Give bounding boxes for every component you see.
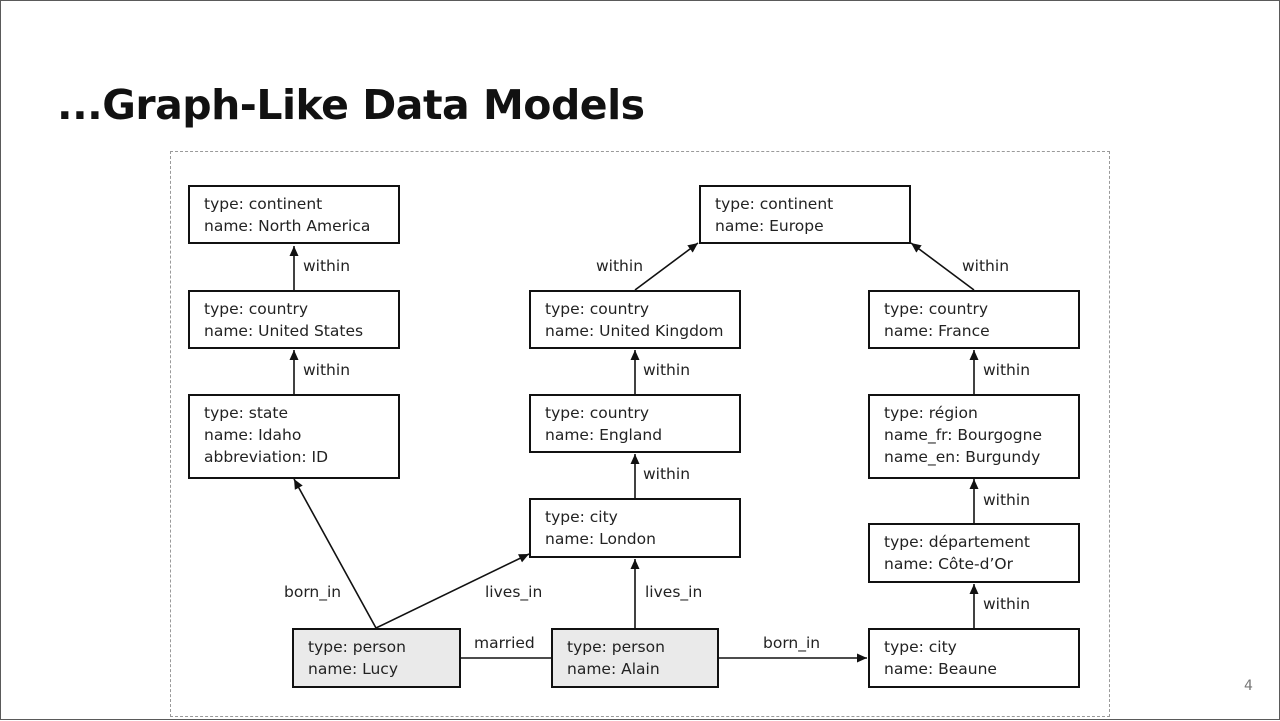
graph-diagram-frame	[170, 151, 1110, 717]
node-united-kingdom-type: type: country	[545, 300, 650, 318]
node-alain: type: person name: Alain	[551, 628, 719, 688]
node-london-type: type: city	[545, 508, 618, 526]
edge-label-lucy-born-in: born_in	[284, 583, 342, 601]
node-north-america: type: continent name: North America	[188, 185, 400, 244]
node-europe-name: name: Europe	[715, 217, 824, 235]
node-united-states: type: country name: United States	[188, 290, 400, 349]
node-cote-dor-type: type: département	[884, 533, 1031, 551]
edge-lucy-lives-in-london	[375, 553, 530, 629]
node-united-states-name: name: United States	[204, 322, 364, 340]
node-beaune: type: city name: Beaune	[868, 628, 1080, 688]
edge-label-alain-born-in: born_in	[763, 634, 821, 652]
edge-uk-within-europe	[634, 242, 699, 291]
edge-lucy-born-in-idaho	[293, 478, 377, 629]
page-number: 4	[1244, 678, 1253, 694]
edge-label-alain-lives-in: lives_in	[645, 583, 703, 601]
node-europe: type: continent name: Europe	[699, 185, 911, 244]
node-burgundy: type: région name_fr: Bourgogne name_en:…	[868, 394, 1080, 479]
node-idaho-abbreviation: abbreviation: ID	[204, 448, 329, 466]
edge-label-uk-within: within	[596, 257, 644, 275]
node-burgundy-name-fr: name_fr: Bourgogne	[884, 426, 1042, 444]
edge-label-burgundy-within: within	[983, 361, 1031, 379]
node-north-america-type: type: continent	[204, 195, 323, 213]
edge-label-idaho-within: within	[303, 361, 351, 379]
edge-label-england-within: within	[643, 361, 691, 379]
node-beaune-name: name: Beaune	[884, 660, 997, 678]
edge-label-france-within: within	[962, 257, 1010, 275]
edge-france-within-europe	[910, 242, 975, 291]
node-alain-name: name: Alain	[567, 660, 660, 678]
node-england-name: name: England	[545, 426, 663, 444]
node-lucy-type: type: person	[308, 638, 406, 656]
node-france-type: type: country	[884, 300, 989, 318]
edge-label-lucy-lives-in: lives_in	[485, 583, 543, 601]
edge-label-married: married	[474, 634, 535, 652]
edge-label-beaune-within: within	[983, 595, 1031, 613]
node-burgundy-type: type: région	[884, 404, 978, 422]
node-burgundy-name-en: name_en: Burgundy	[884, 448, 1041, 466]
node-england-type: type: country	[545, 404, 650, 422]
node-idaho-type: type: state	[204, 404, 289, 422]
node-united-kingdom-name: name: United Kingdom	[545, 322, 724, 340]
edge-label-london-within: within	[643, 465, 691, 483]
node-united-kingdom: type: country name: United Kingdom	[529, 290, 741, 349]
edge-label-us-within: within	[303, 257, 351, 275]
node-france: type: country name: France	[868, 290, 1080, 349]
node-united-states-type: type: country	[204, 300, 309, 318]
node-london: type: city name: London	[529, 498, 741, 558]
slide-title: ...Graph-Like Data Models	[57, 81, 645, 129]
node-cote-dor-name: name: Côte-d’Or	[884, 555, 1013, 573]
node-cote-dor: type: département name: Côte-d’Or	[868, 523, 1080, 583]
node-england: type: country name: England	[529, 394, 741, 453]
node-alain-type: type: person	[567, 638, 665, 656]
node-france-name: name: France	[884, 322, 990, 340]
node-idaho: type: state name: Idaho abbreviation: ID	[188, 394, 400, 479]
node-idaho-name: name: Idaho	[204, 426, 302, 444]
node-europe-type: type: continent	[715, 195, 834, 213]
node-north-america-name: name: North America	[204, 217, 371, 235]
edge-label-cote-dor-within: within	[983, 491, 1031, 509]
node-lucy: type: person name: Lucy	[292, 628, 461, 688]
node-london-name: name: London	[545, 530, 656, 548]
node-lucy-name: name: Lucy	[308, 660, 398, 678]
node-beaune-type: type: city	[884, 638, 957, 656]
